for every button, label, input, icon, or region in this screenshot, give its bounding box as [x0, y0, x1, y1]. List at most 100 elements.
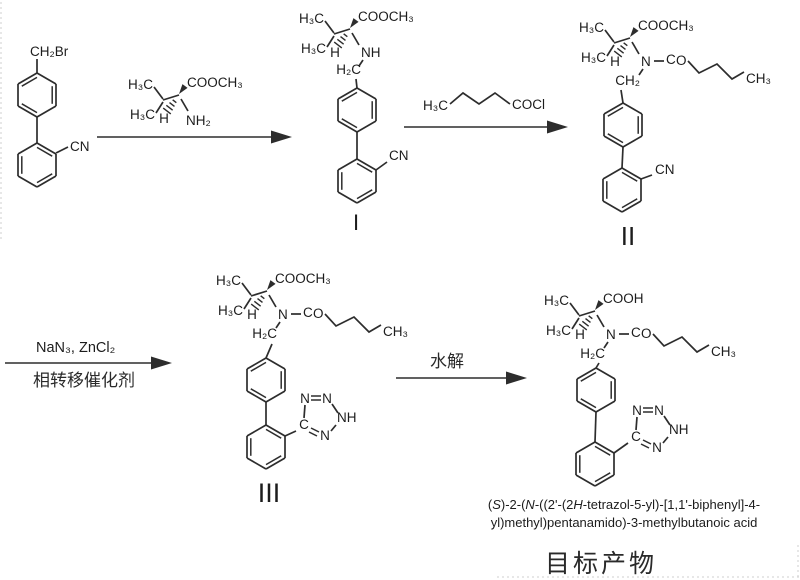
bond: [356, 191, 377, 204]
bond: [243, 297, 252, 310]
bond: [284, 430, 297, 437]
hash-bond: [581, 320, 590, 327]
bond: [337, 158, 358, 171]
arrow-head: [506, 371, 527, 385]
bond: [21, 76, 38, 87]
hash-bond: [165, 104, 174, 111]
atom-label-ester: COOCH₃: [275, 271, 331, 286]
benzene-ring: [576, 367, 616, 413]
bond: [246, 457, 267, 470]
benzene-ring: [17, 142, 57, 188]
bond: [153, 86, 164, 100]
atom-label-ch2: H₂C: [252, 326, 277, 341]
atom-label-n: N: [300, 391, 310, 406]
bond: [308, 431, 318, 437]
atom-label-ch2: CH₂: [615, 73, 640, 88]
bond: [241, 282, 252, 296]
hash-bond: [260, 295, 265, 300]
bond: [580, 398, 597, 409]
bond: [571, 317, 580, 330]
atom-label-h3c: H₃C: [581, 50, 606, 65]
product-name-fragment: H: [573, 497, 583, 512]
atom-label-h3c: H₃C: [423, 98, 448, 113]
atom-label-h: H: [330, 45, 340, 60]
bond: [595, 367, 616, 380]
atom-label-o: O: [641, 326, 652, 341]
atom-label-nh: NH: [361, 45, 381, 60]
bond: [303, 404, 306, 419]
bond: [331, 403, 339, 414]
atom-label-h3c: H₃C: [130, 107, 155, 122]
reaction-arrow-step2: [404, 120, 568, 134]
bond: [265, 455, 282, 466]
bond: [607, 133, 624, 144]
atom-label-c: C: [666, 52, 676, 67]
benzene-ring: [337, 158, 377, 204]
atom-label-c: C: [303, 305, 313, 320]
atom-label-ester: COOCH₃: [638, 18, 694, 33]
bond: [576, 367, 597, 380]
wedge-bond: [350, 18, 359, 28]
bond: [621, 167, 642, 180]
arrow-head: [271, 130, 292, 144]
bond: [576, 400, 597, 413]
condition-text-nan3-zncl2: NaN₃, ZnCl₂: [36, 340, 115, 356]
product-iupac-name: (S)-2-(N-((2'-(2H-tetrazol-5-yl)-[1,1'-b…: [488, 497, 760, 530]
bond: [602, 200, 623, 213]
bond: [337, 120, 358, 133]
bond: [324, 20, 335, 34]
atom-label-h: H: [247, 307, 257, 322]
bond: [602, 167, 623, 180]
bond: [250, 388, 267, 399]
atom-label-ch3: CH₃: [383, 324, 408, 339]
bond: [578, 310, 596, 317]
atom-label-cn: CN: [389, 148, 409, 163]
wedge-bond: [179, 84, 188, 94]
bond: [162, 94, 180, 101]
wedge-bond: [595, 300, 604, 310]
bond: [638, 68, 644, 76]
bond: [596, 314, 605, 328]
bond: [17, 175, 38, 188]
bond: [642, 439, 652, 445]
atom-label-ch3: CH₃: [711, 344, 736, 359]
atom-label-h: H: [159, 111, 169, 126]
bond: [36, 146, 53, 157]
atom-label-h3c: H₃C: [218, 303, 243, 318]
bond: [595, 362, 600, 369]
atom-label-h3c: H₃C: [301, 41, 326, 56]
hash-bond: [620, 45, 626, 50]
compound-number-ii: II: [621, 221, 635, 251]
atom-label-n: N: [641, 54, 651, 69]
bond: [17, 105, 38, 118]
bond: [17, 142, 38, 155]
benzene-ring: [603, 102, 643, 148]
hash-bond: [340, 36, 346, 41]
bond: [356, 120, 377, 133]
hash-bond: [169, 102, 175, 107]
target-product-text: 目标产物: [545, 550, 657, 578]
hash-bond: [250, 303, 260, 311]
atom-label-o: O: [676, 53, 687, 68]
product-name-fragment: -tetrazol-5-yl)-[1,1'-biphenyl]-4-: [583, 497, 760, 512]
hash-bond: [172, 99, 177, 104]
bond: [356, 87, 377, 100]
hash-bond: [336, 38, 345, 45]
atom-label-h2c: H₂C: [336, 62, 361, 77]
bond: [265, 357, 286, 370]
bond: [621, 171, 638, 182]
bond: [265, 457, 286, 470]
bond: [604, 29, 615, 43]
bond: [640, 174, 653, 180]
bond: [622, 135, 643, 148]
bond: [265, 390, 286, 403]
hash-bond: [588, 315, 593, 320]
atom-label-n: N: [278, 307, 288, 322]
target-product-label: 目标产物: [545, 550, 657, 578]
